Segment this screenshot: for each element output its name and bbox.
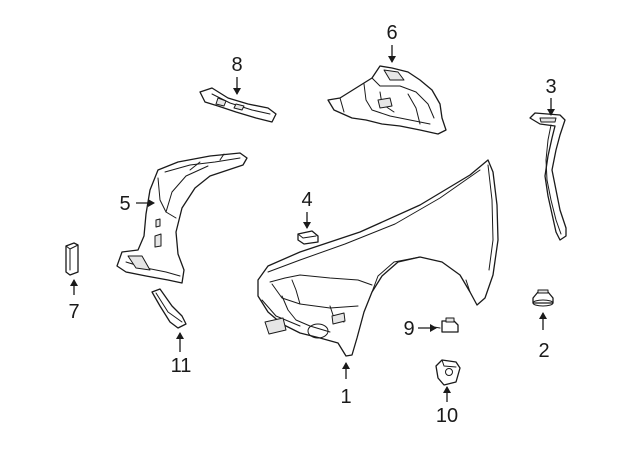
part-5-fender-liner[interactable] <box>116 152 248 284</box>
part-6-wheelhouse[interactable] <box>327 65 447 135</box>
leader-lines <box>70 45 555 402</box>
callout-8: 8 <box>231 54 242 76</box>
part-9-bolt[interactable] <box>433 317 459 333</box>
part-4-clip[interactable] <box>297 230 319 245</box>
part-11-lower-bracket[interactable] <box>151 288 187 329</box>
part-7-bracket[interactable] <box>65 242 79 276</box>
callout-labels: 1 2 3 4 5 6 7 8 9 10 11 <box>68 22 556 427</box>
callout-6: 6 <box>386 22 397 44</box>
callout-2: 2 <box>538 340 549 362</box>
part-10-clip-nut[interactable] <box>435 359 461 386</box>
callout-7: 7 <box>68 301 79 323</box>
callout-10: 10 <box>436 405 458 427</box>
part-1-fender[interactable] <box>257 159 499 357</box>
callout-9: 9 <box>403 318 414 340</box>
callout-5: 5 <box>119 193 130 215</box>
part-3-seal[interactable] <box>529 112 567 241</box>
part-8-support[interactable] <box>199 87 277 123</box>
callout-4: 4 <box>301 189 312 211</box>
callout-11: 11 <box>171 355 192 377</box>
callout-1: 1 <box>340 386 351 408</box>
callout-3: 3 <box>545 76 556 98</box>
part-2-nut[interactable] <box>532 289 554 307</box>
